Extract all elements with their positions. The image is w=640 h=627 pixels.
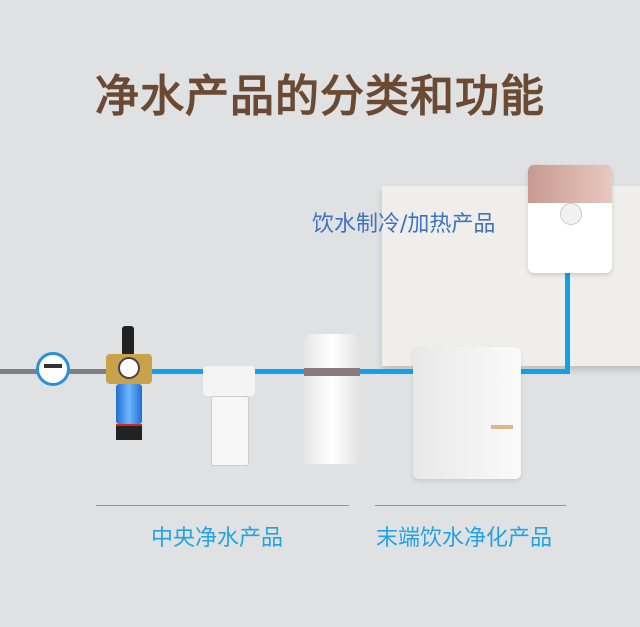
water-meter-icon [36, 352, 70, 386]
page-title: 净水产品的分类和功能 [95, 71, 545, 122]
clear-filter-housing [211, 396, 249, 466]
drinking-products-label: 饮水制冷/加热产品 [312, 212, 496, 237]
prefilter-base [116, 424, 142, 440]
central-divider [96, 505, 349, 506]
ro-purifier-icon [413, 347, 521, 479]
prefilter-bowl [116, 384, 142, 424]
clear-filter-icon [203, 366, 255, 396]
water-pipe-riser [565, 272, 570, 374]
central-products-label: 中央净水产品 [151, 526, 284, 551]
terminal-products-label: 末端饮水净化产品 [376, 526, 553, 551]
prefilter-icon [106, 354, 152, 384]
inlet-pipe [0, 369, 150, 374]
prefilter-knob [122, 326, 134, 356]
water-softener-icon [304, 334, 360, 464]
terminal-divider [375, 505, 566, 506]
water-dispenser-icon [528, 165, 612, 273]
water-pipe [150, 369, 570, 374]
